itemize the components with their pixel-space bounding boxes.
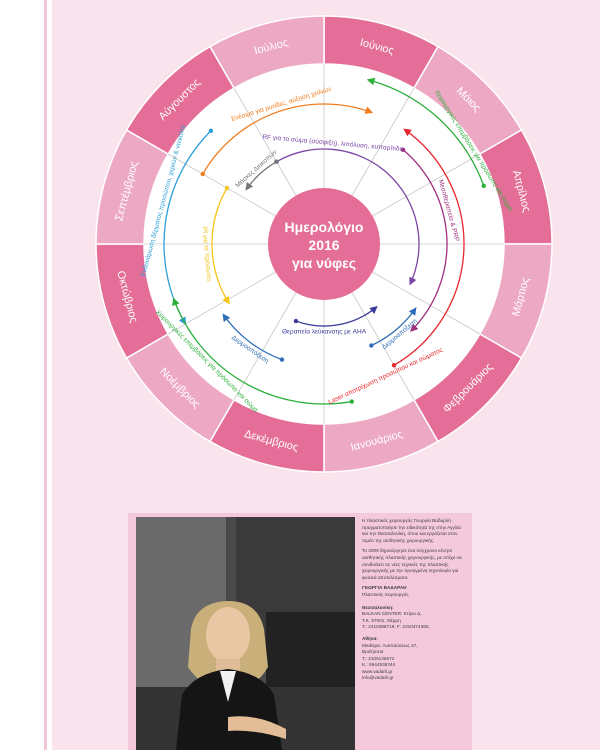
treatment-arc bbox=[245, 161, 277, 191]
treatment-arc bbox=[211, 187, 230, 305]
treatment-arc bbox=[295, 305, 378, 327]
athens-line: Κ.: 6944536344 bbox=[362, 662, 396, 668]
month-divider bbox=[351, 87, 415, 196]
surgeon-name: ΓΕΩΡΓΙΑ ΒΑΔΑΡΛΗ bbox=[362, 585, 407, 591]
city-athens: Αθήνα: bbox=[362, 635, 378, 641]
month-dividers bbox=[144, 64, 504, 424]
treatment-arc bbox=[371, 307, 417, 347]
month-divider bbox=[233, 292, 297, 401]
email-link[interactable]: info@vadarli.gr bbox=[362, 675, 394, 681]
treatment-arc bbox=[402, 149, 448, 332]
thessaloniki-line: BALKAN CENTER: Κτίριο Δ, bbox=[362, 611, 422, 617]
center-title-line3: για νύφες bbox=[292, 255, 356, 271]
bio-paragraph-1: Η πλαστικός χειρουργός Γεωργία Βαδαρλή π… bbox=[362, 518, 461, 543]
treatment-arcs bbox=[163, 77, 486, 405]
month-divider bbox=[351, 292, 415, 401]
surgeon-photo bbox=[136, 517, 355, 750]
athens-line: Βριλήσσια bbox=[362, 649, 384, 655]
thessaloniki-line: Τ.Κ. 57001, Θέρμη bbox=[362, 617, 401, 623]
center-title-line1: Ημερολόγιο bbox=[285, 219, 364, 235]
athens-line: Medispa: Αναπαύσεως 27, bbox=[362, 642, 418, 648]
thessaloniki-line: Τ.: 2310488719, F: 2310474365, bbox=[362, 624, 430, 630]
page-left-rule bbox=[44, 0, 47, 750]
center-title-line2: 2016 bbox=[308, 237, 339, 253]
treatment-arc bbox=[366, 77, 485, 187]
month-divider bbox=[167, 153, 276, 217]
treatment-label: Θεραπεία λεύκανσης με AHA bbox=[282, 328, 367, 336]
bio-paragraph-2: Το 2009 δημιούργησε ένα σύγχρονο κέντρο … bbox=[362, 548, 462, 580]
treatment-arc bbox=[222, 313, 283, 361]
page-left-margin bbox=[0, 0, 52, 750]
treatment-arc bbox=[172, 297, 352, 405]
month-divider bbox=[372, 271, 481, 335]
website-link[interactable]: www.vadarli.gr bbox=[362, 668, 393, 674]
month-divider bbox=[233, 87, 297, 196]
treatment-arc bbox=[393, 128, 465, 366]
treatment-arc bbox=[276, 148, 420, 286]
treatment-arc bbox=[202, 103, 374, 175]
surgeon-role: Πλαστικός Χειρουργός bbox=[362, 591, 409, 597]
bio-text: Η πλαστικός χειρουργός Γεωργία Βαδαρλή π… bbox=[362, 518, 466, 682]
month-divider bbox=[372, 153, 481, 217]
athens-line: Τ.: 2106136672 bbox=[362, 655, 395, 661]
bridal-calendar-wheel: Χειρουργικές επεμβάσεις για πρόσωπο και … bbox=[95, 15, 553, 473]
center-circle bbox=[268, 188, 380, 300]
city-thessaloniki: Θεσσαλονίκη: bbox=[362, 604, 394, 610]
month-ring bbox=[95, 15, 553, 473]
